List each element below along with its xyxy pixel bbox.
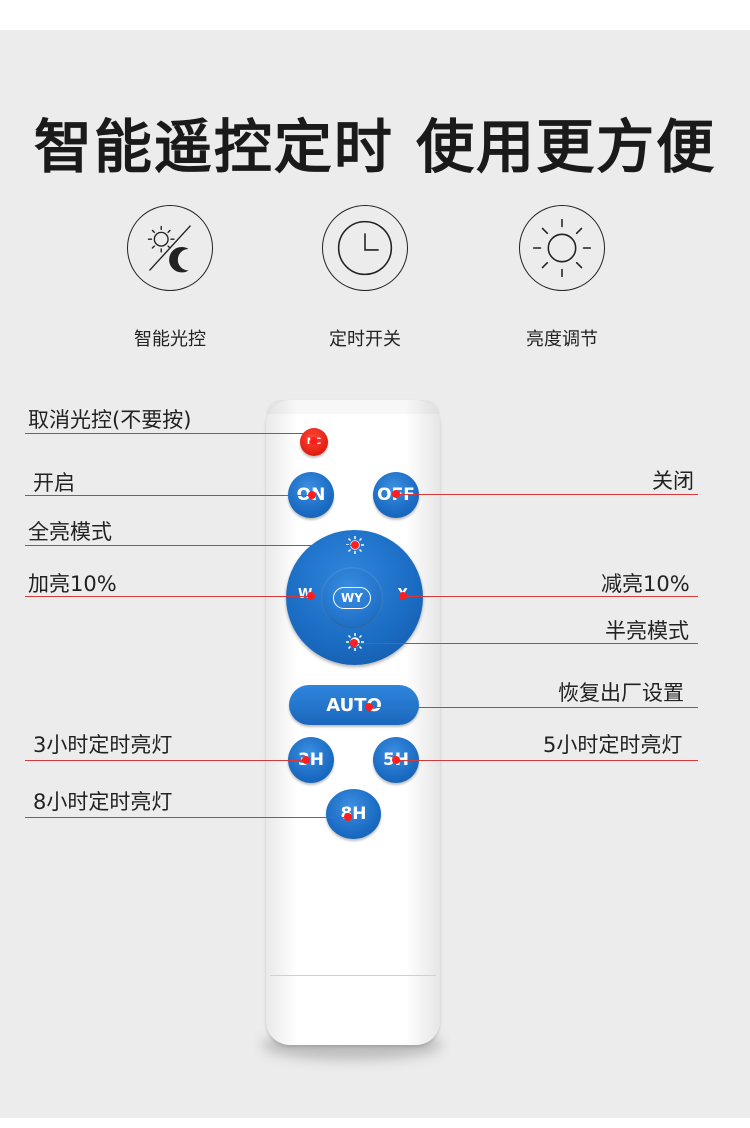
callout-turn-on: 开启 (33, 471, 75, 495)
day-night-icon (127, 205, 213, 291)
clock-icon (322, 205, 408, 291)
callout-full-bright: 全亮模式 (28, 520, 112, 544)
callout-dot (308, 491, 316, 499)
callout-turn-off: 关闭 (652, 469, 694, 493)
callout-line (25, 817, 350, 818)
callout-dim: 减亮10% (601, 572, 690, 596)
feature-timer: 定时开关 (275, 205, 455, 351)
callout-cancel-light-control: 取消光控(不要按) (28, 408, 192, 432)
callout-dot (344, 813, 352, 821)
callout-factory-reset: 恢复出厂设置 (558, 681, 684, 705)
callout-timer-8h: 8小时定时亮灯 (33, 790, 173, 814)
timer-8h-button[interactable]: 8H (326, 789, 381, 839)
headline: 智能遥控定时 使用更方便 (33, 113, 717, 181)
callout-line (395, 494, 698, 495)
wy-center-button[interactable]: WY (323, 569, 381, 627)
callout-line (25, 760, 310, 761)
feature-label: 智能光控 (134, 329, 206, 350)
callout-line (25, 433, 315, 434)
remote-top-edge (266, 400, 440, 414)
auto-button[interactable]: AUTO (289, 685, 419, 725)
remote-battery-seam (270, 975, 436, 976)
callout-line (395, 760, 698, 761)
callout-line (25, 596, 311, 597)
feature-label: 定时开关 (329, 329, 401, 350)
callout-dot (307, 592, 315, 600)
feature-label: 亮度调节 (526, 329, 598, 350)
feature-light-control: 智能光控 (80, 205, 260, 351)
callout-line (25, 545, 355, 546)
callout-dot (350, 639, 358, 647)
callout-line (370, 707, 698, 708)
callout-half-bright: 半亮模式 (605, 619, 689, 643)
sun-brightness-icon (519, 205, 605, 291)
callout-timer-5h: 5小时定时亮灯 (543, 733, 683, 757)
callout-line (25, 495, 315, 496)
callout-line (355, 643, 698, 644)
callout-dot (392, 756, 400, 764)
callout-dot (310, 437, 318, 445)
callout-timer-3h: 3小时定时亮灯 (33, 733, 173, 757)
feature-brightness: 亮度调节 (472, 205, 652, 351)
callout-dot (399, 592, 407, 600)
callout-brighten: 加亮10% (28, 572, 117, 596)
callout-dot (365, 703, 373, 711)
callout-dot (392, 490, 400, 498)
callout-line (402, 596, 698, 597)
callout-dot (302, 756, 310, 764)
callout-dot (351, 541, 359, 549)
wy-label: WY (333, 587, 371, 609)
